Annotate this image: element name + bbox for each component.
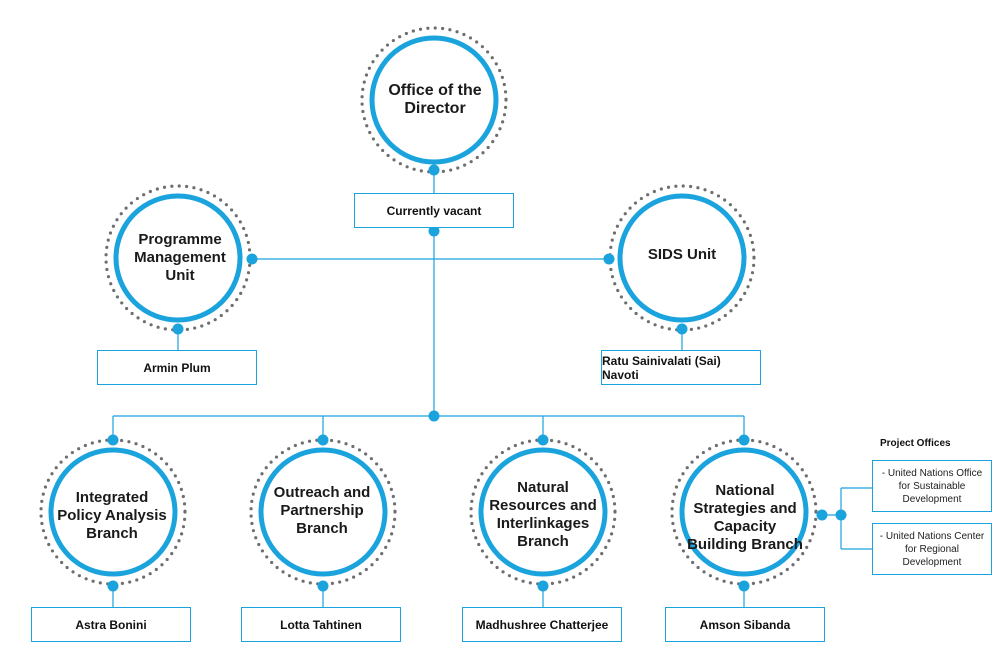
node-po-junction bbox=[835, 509, 847, 521]
node-sids-bottom bbox=[676, 323, 688, 335]
project-offices-title: Project Offices bbox=[880, 438, 951, 449]
branch-head-3: Madhushree Chatterjee bbox=[462, 607, 622, 642]
director-head: Currently vacant bbox=[354, 193, 514, 228]
branch-circle-3-ring bbox=[478, 447, 608, 577]
node-branch-bottom-1 bbox=[107, 580, 119, 592]
node-branch-bottom-2 bbox=[317, 580, 329, 592]
branch-circle-2-dotted-ring bbox=[249, 438, 397, 586]
branch-title-4: National Strategies and Capacity Buildin… bbox=[687, 482, 803, 553]
branch-circle-4-dotted-ring bbox=[670, 438, 818, 586]
branch-head-1: Astra Bonini bbox=[31, 607, 191, 642]
node-director-bottom bbox=[428, 164, 440, 176]
project-office-item-1: - United Nations Office for Sustainable … bbox=[872, 460, 992, 512]
node-branch-top-4 bbox=[738, 434, 750, 446]
node-branch-bottom-4 bbox=[738, 580, 750, 592]
director-title: Office of the Director bbox=[388, 82, 482, 117]
sids-head: Ratu Sainivalati (Sai) Navoti bbox=[601, 350, 761, 385]
node-director-box bbox=[428, 225, 440, 237]
branch-circle-1-dotted-ring bbox=[39, 438, 187, 586]
node-branch-top-1 bbox=[107, 434, 119, 446]
node-branch4-right bbox=[816, 509, 828, 521]
director-circle-dotted-ring bbox=[360, 26, 508, 174]
node-pmu-bottom bbox=[172, 323, 184, 335]
branch-head-2: Lotta Tahtinen bbox=[241, 607, 401, 642]
branch-circle-2-ring bbox=[258, 447, 388, 577]
project-office-item-2: - United Nations Center for Regional Dev… bbox=[872, 523, 992, 575]
branch-title-3: Natural Resources and Interlinkages Bran… bbox=[489, 479, 597, 550]
pmu-circle-ring bbox=[113, 193, 243, 323]
branch-circle-3-dotted-ring bbox=[469, 438, 617, 586]
sids-title: SIDS Unit bbox=[647, 246, 717, 263]
director-circle-ring bbox=[369, 35, 499, 165]
branch-circle-4-ring bbox=[679, 447, 809, 577]
node-branch-top-2 bbox=[317, 434, 329, 446]
sids-circle-dotted-ring bbox=[608, 184, 756, 332]
pmu-head: Armin Plum bbox=[97, 350, 257, 385]
sids-circle-ring bbox=[617, 193, 747, 323]
node-pmu-right bbox=[246, 253, 258, 265]
branch-title-2: Outreach and Partnership Branch bbox=[273, 483, 371, 537]
node-sids-left bbox=[603, 253, 615, 265]
branch-title-1: Integrated Policy Analysis Branch bbox=[57, 488, 167, 542]
node-branch-bottom-3 bbox=[537, 580, 549, 592]
node-trunk-junction bbox=[428, 410, 440, 422]
branch-head-4: Amson Sibanda bbox=[665, 607, 825, 642]
pmu-title: Programme Management Unit bbox=[134, 230, 226, 284]
branch-circle-1-ring bbox=[48, 447, 178, 577]
node-branch-top-3 bbox=[537, 434, 549, 446]
